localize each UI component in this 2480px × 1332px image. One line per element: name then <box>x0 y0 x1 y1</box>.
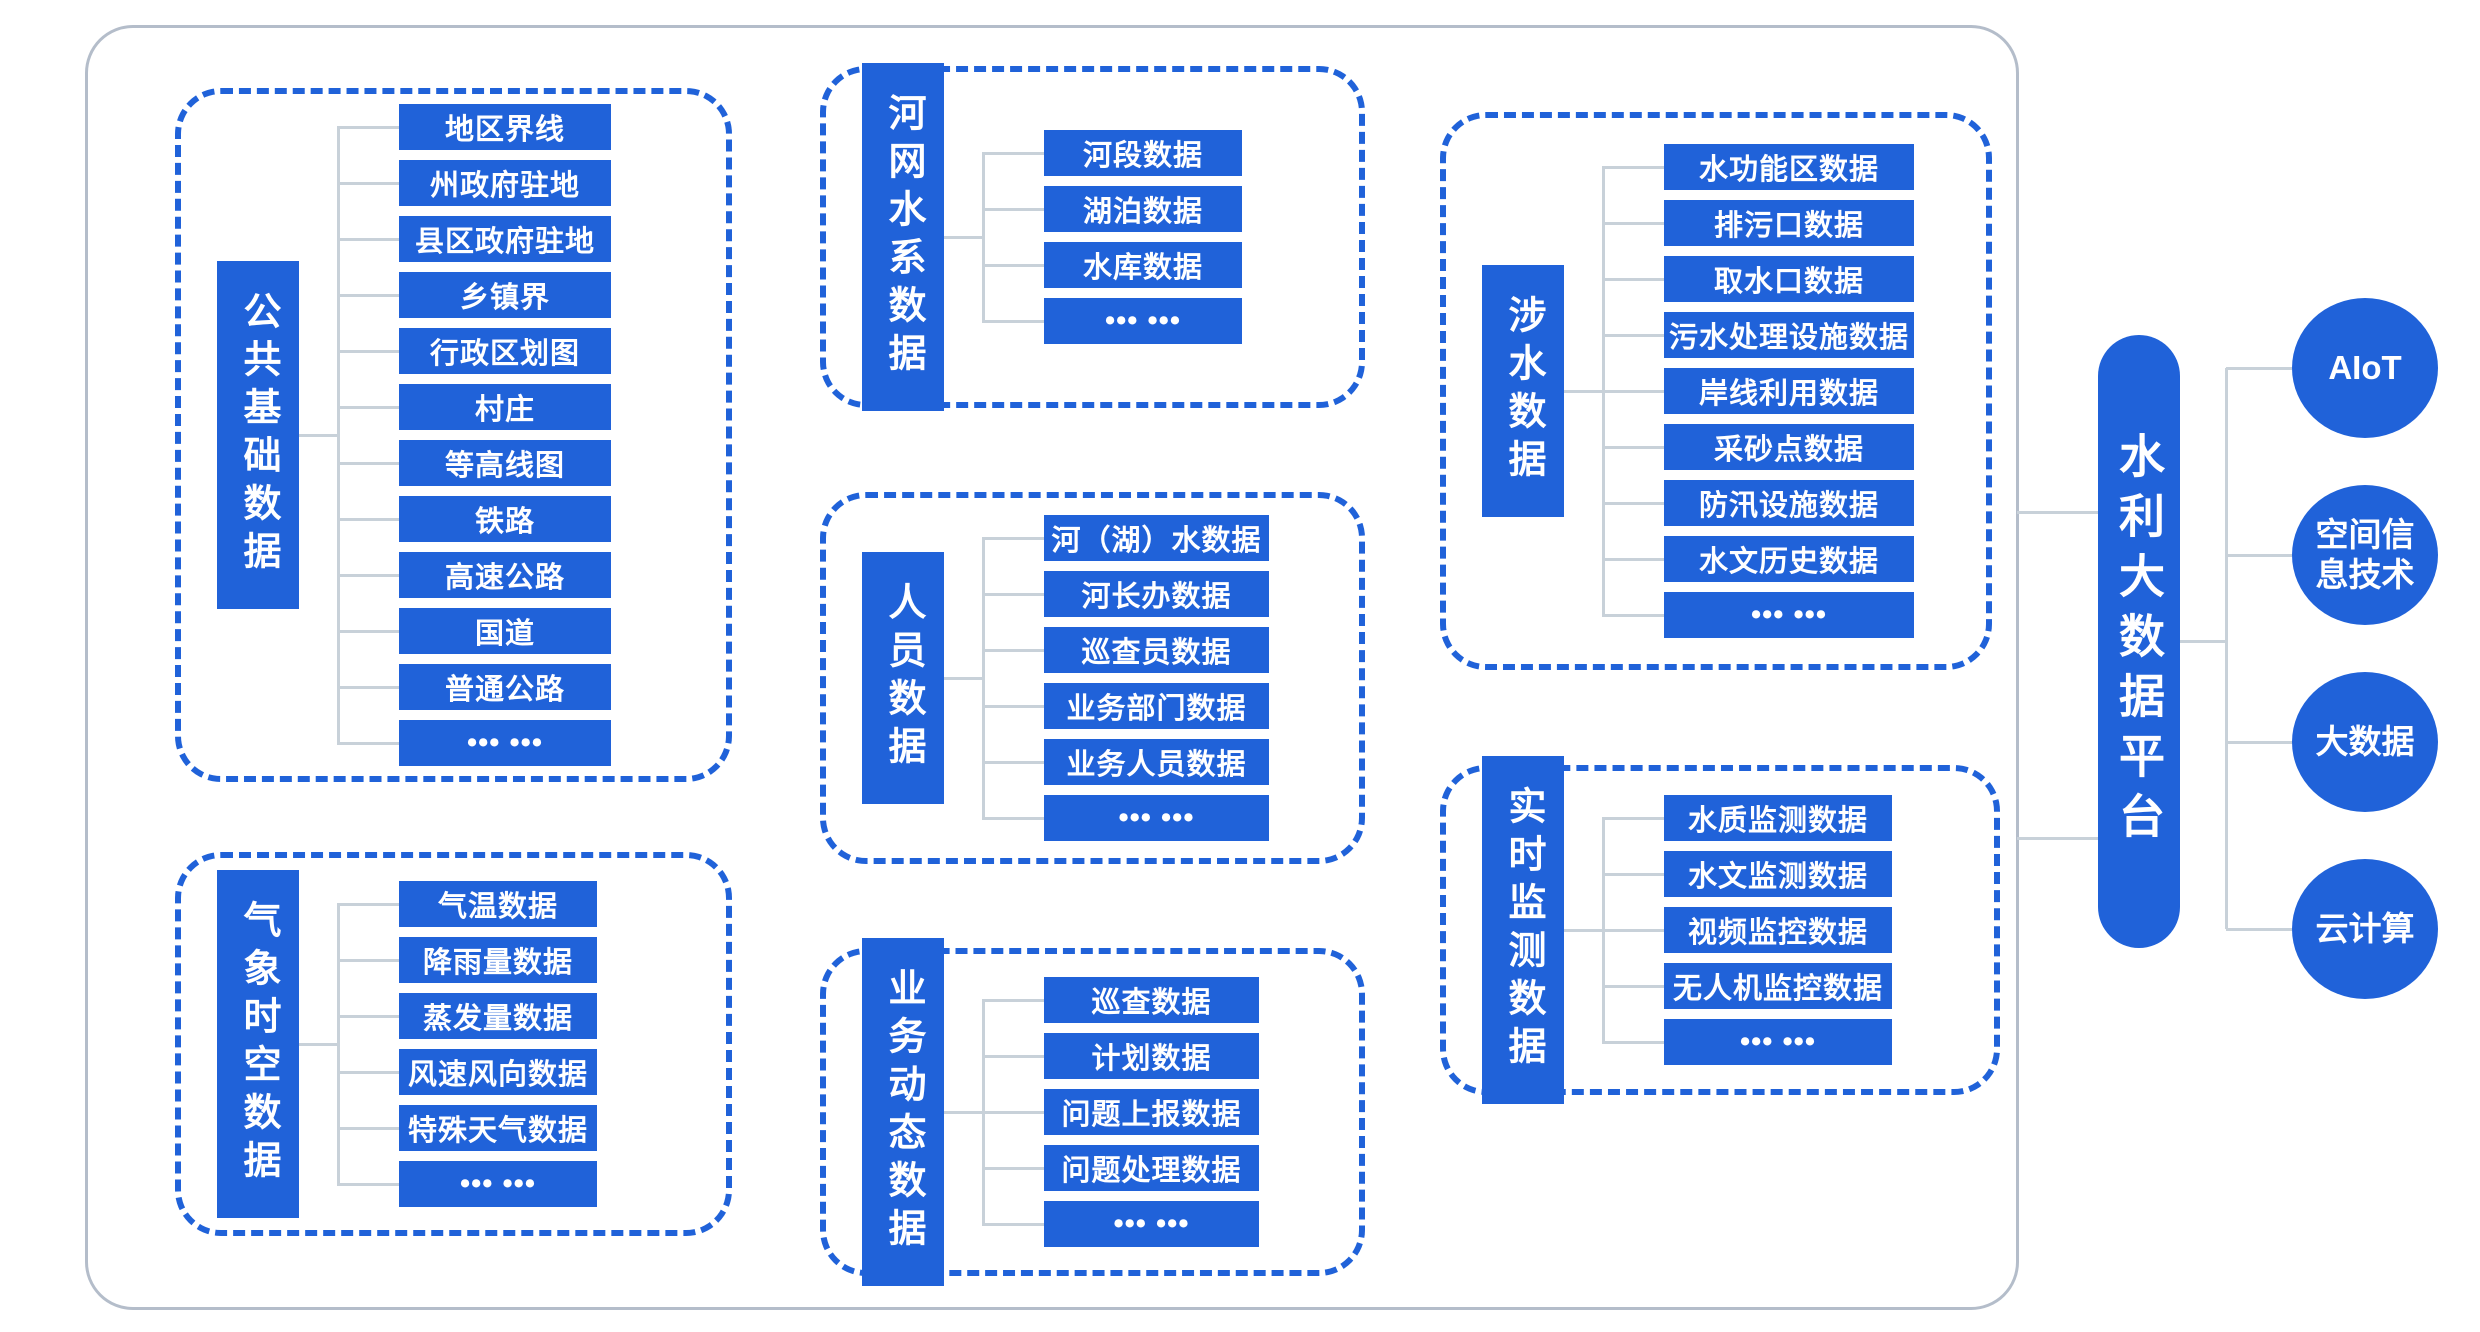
data-item: 问题上报数据 <box>982 1089 1259 1135</box>
data-item: 等高线图 <box>337 440 611 486</box>
connector-line <box>299 433 337 437</box>
data-boundary-rect <box>85 25 2019 1310</box>
group-personnel-data: 人员数据 河（湖）水数据河长办数据巡查员数据业务部门数据业务人员数据 ••• ••… <box>820 492 1365 864</box>
data-item: 村庄 <box>337 384 611 430</box>
group-river-network-data: 河网水系数据 河段数据湖泊数据水库数据 ••• ••• <box>820 63 1365 411</box>
data-item: ••• ••• <box>337 720 611 766</box>
data-item: 巡查员数据 <box>982 627 1269 673</box>
connector-line <box>2180 640 2226 643</box>
group-label: 公共基础数据 <box>237 291 279 579</box>
data-item: 蒸发量数据 <box>337 993 597 1039</box>
data-item: ••• ••• <box>982 298 1242 344</box>
data-item: ••• ••• <box>982 1201 1259 1247</box>
data-item: 业务人员数据 <box>982 739 1269 785</box>
data-item: 无人机监控数据 <box>1602 963 1892 1009</box>
data-item: 业务部门数据 <box>982 683 1269 729</box>
connector-line <box>2017 837 2098 840</box>
data-item: 行政区划图 <box>337 328 611 374</box>
group-meteorological-data: 气象时空数据 气温数据降雨量数据蒸发量数据风速风向数据特殊天气数据 ••• ••• <box>175 852 732 1236</box>
group-label-box: 气象时空数据 <box>217 870 299 1218</box>
tech-node: AIoT <box>2226 298 2438 438</box>
tech-node: 空间信息技术 <box>2226 485 2438 625</box>
connector-line <box>1564 389 1602 393</box>
data-item: 特殊天气数据 <box>337 1105 597 1151</box>
tech-node: 大数据 <box>2226 672 2438 812</box>
group-label-box: 涉水数据 <box>1482 265 1564 517</box>
tech-list: AIoT 空间信息技术大数据云计算 <box>2226 298 2438 999</box>
group-items: 河（湖）水数据河长办数据巡查员数据业务部门数据业务人员数据 ••• ••• <box>982 515 1269 841</box>
group-label-box: 人员数据 <box>862 552 944 804</box>
data-item: 巡查数据 <box>982 977 1259 1023</box>
data-item: 普通公路 <box>337 664 611 710</box>
data-item: 河长办数据 <box>982 571 1269 617</box>
group-label: 河网水系数据 <box>882 93 924 381</box>
group-items: 水功能区数据排污口数据取水口数据污水处理设施数据岸线利用数据采砂点数据防汛设施数… <box>1602 144 1914 638</box>
group-items: 地区界线州政府驻地县区政府驻地乡镇界行政区划图村庄等高线图铁路高速公路国道普通公… <box>337 104 611 766</box>
connector-line <box>944 1110 982 1114</box>
group-label: 实时监测数据 <box>1502 786 1544 1074</box>
connector-line <box>2017 511 2098 514</box>
group-label: 涉水数据 <box>1502 295 1544 487</box>
data-item: 铁路 <box>337 496 611 542</box>
group-label-box: 公共基础数据 <box>217 261 299 609</box>
data-item: ••• ••• <box>1602 592 1914 638</box>
data-item: 水文监测数据 <box>1602 851 1892 897</box>
data-item: 河段数据 <box>982 130 1242 176</box>
data-item: 视频监控数据 <box>1602 907 1892 953</box>
data-item: 水功能区数据 <box>1602 144 1914 190</box>
group-label-box: 河网水系数据 <box>862 63 944 411</box>
platform-title-node: 水利大数据平台 <box>2098 335 2180 948</box>
group-label-box: 业务动态数据 <box>862 938 944 1286</box>
connector-line <box>1564 928 1602 932</box>
data-item: 排污口数据 <box>1602 200 1914 246</box>
data-item: 污水处理设施数据 <box>1602 312 1914 358</box>
group-public-base-data: 公共基础数据 地区界线州政府驻地县区政府驻地乡镇界行政区划图村庄等高线图铁路高速… <box>175 88 732 782</box>
data-item: 高速公路 <box>337 552 611 598</box>
data-item: 岸线利用数据 <box>1602 368 1914 414</box>
group-label: 人员数据 <box>882 582 924 774</box>
data-item: 水文历史数据 <box>1602 536 1914 582</box>
data-item: ••• ••• <box>982 795 1269 841</box>
connector-line <box>2225 368 2228 929</box>
connector-line <box>944 676 982 680</box>
group-label-box: 实时监测数据 <box>1482 756 1564 1104</box>
group-items: 巡查数据计划数据问题上报数据问题处理数据 ••• ••• <box>982 977 1259 1247</box>
group-items: 气温数据降雨量数据蒸发量数据风速风向数据特殊天气数据 ••• ••• <box>337 881 597 1207</box>
group-items: 水质监测数据水文监测数据视频监控数据无人机监控数据 ••• ••• <box>1602 795 1892 1065</box>
group-water-related-data: 涉水数据 水功能区数据排污口数据取水口数据污水处理设施数据岸线利用数据采砂点数据… <box>1440 112 1992 670</box>
group-items: 河段数据湖泊数据水库数据 ••• ••• <box>982 130 1242 344</box>
data-item: 州政府驻地 <box>337 160 611 206</box>
data-item: 采砂点数据 <box>1602 424 1914 470</box>
data-item: 湖泊数据 <box>982 186 1242 232</box>
data-item: ••• ••• <box>337 1161 597 1207</box>
data-item: 河（湖）水数据 <box>982 515 1269 561</box>
data-item: 水质监测数据 <box>1602 795 1892 841</box>
platform-title: 水利大数据平台 <box>2113 431 2165 852</box>
data-item: 国道 <box>337 608 611 654</box>
group-business-dynamic-data: 业务动态数据 巡查数据计划数据问题上报数据问题处理数据 ••• ••• <box>820 938 1365 1286</box>
data-item: ••• ••• <box>1602 1019 1892 1065</box>
data-item: 计划数据 <box>982 1033 1259 1079</box>
data-item: 防汛设施数据 <box>1602 480 1914 526</box>
data-item: 取水口数据 <box>1602 256 1914 302</box>
data-item: 问题处理数据 <box>982 1145 1259 1191</box>
group-label: 业务动态数据 <box>882 968 924 1256</box>
tech-node: 云计算 <box>2226 859 2438 999</box>
data-item: 水库数据 <box>982 242 1242 288</box>
data-item: 地区界线 <box>337 104 611 150</box>
data-item: 降雨量数据 <box>337 937 597 983</box>
data-item: 气温数据 <box>337 881 597 927</box>
data-item: 乡镇界 <box>337 272 611 318</box>
data-item: 县区政府驻地 <box>337 216 611 262</box>
group-realtime-monitoring-data: 实时监测数据 水质监测数据水文监测数据视频监控数据无人机监控数据 ••• ••• <box>1440 756 2000 1104</box>
data-item: 风速风向数据 <box>337 1049 597 1095</box>
connector-line <box>299 1042 337 1046</box>
connector-line <box>944 235 982 239</box>
group-label: 气象时空数据 <box>237 900 279 1188</box>
